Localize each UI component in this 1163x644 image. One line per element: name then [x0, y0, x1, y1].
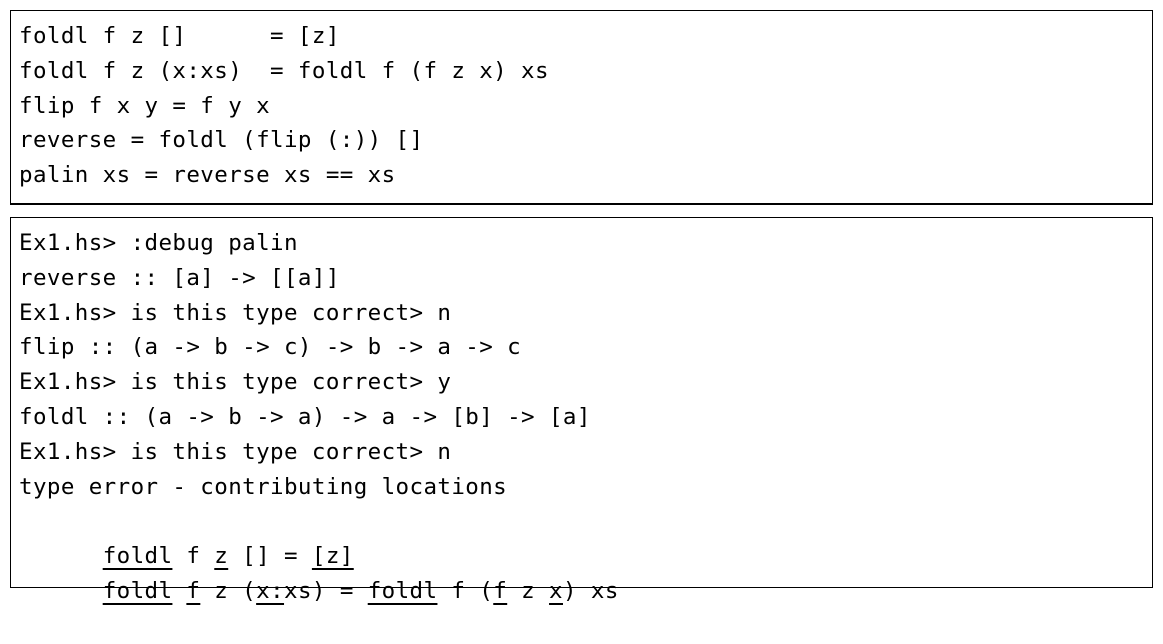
session-text: [] =	[228, 543, 312, 570]
source-code-panel: foldl f z [] = [z] foldl f z (x:xs) = fo…	[10, 10, 1153, 205]
session-text: xs) =	[284, 577, 368, 604]
session-text: foldl	[102, 577, 173, 604]
debug-session-panel: Ex1.hs> :debug palin reverse :: [a] -> […	[10, 217, 1153, 604]
session-line: Ex1.hs> is this type correct> y	[19, 365, 619, 400]
session-text: z	[507, 577, 550, 604]
session-line: type error - contributing locations	[19, 470, 619, 505]
session-text: x:	[256, 577, 285, 604]
session-text	[172, 578, 186, 604]
session-text: Ex1.hs> is this type correct> n	[19, 299, 452, 326]
session-text: x	[549, 577, 563, 604]
session-line: reverse :: [a] -> [[a]]	[19, 261, 619, 296]
session-text: Ex1.hs> is this type correct> n	[19, 438, 452, 465]
session-text: f	[493, 577, 508, 604]
session-line: foldl :: (a -> b -> a) -> a -> [b] -> [a…	[19, 400, 619, 435]
session-lines: Ex1.hs> :debug palin reverse :: [a] -> […	[19, 226, 619, 604]
session-text: f (	[437, 577, 494, 604]
session-text: foldl	[102, 543, 173, 570]
error-location-line: foldl f z [] = [z]	[19, 504, 619, 569]
code-line: palin xs = reverse xs == xs	[19, 162, 396, 189]
session-text: Ex1.hs> is this type correct> y	[19, 369, 452, 396]
session-text: f	[186, 577, 201, 604]
code-line: flip f x y = f y x	[19, 92, 271, 119]
session-line: Ex1.hs> is this type correct> n	[19, 296, 619, 331]
session-text: flip :: (a -> b -> c) -> b -> a -> c	[19, 334, 522, 361]
session-text: f	[172, 543, 215, 570]
session-line: Ex1.hs> :debug palin	[19, 226, 619, 261]
session-line: flip :: (a -> b -> c) -> b -> a -> c	[19, 330, 619, 365]
session-line: Ex1.hs> is this type correct> n	[19, 435, 619, 470]
session-text: foldl	[367, 577, 438, 604]
session-text: type error - contributing locations	[19, 473, 508, 500]
session-text: foldl :: (a -> b -> a) -> a -> [b] -> [a…	[19, 403, 591, 430]
code-line: foldl f z (x:xs) = foldl f (f z x) xs	[19, 57, 549, 84]
code-line: foldl f z [] = [z]	[19, 23, 340, 49]
session-text: z	[214, 543, 229, 570]
session-text: reverse :: [a] -> [[a]]	[19, 264, 340, 291]
session-text: [z]	[311, 543, 354, 570]
code-line: reverse = foldl (flip (:)) []	[19, 127, 424, 154]
session-text: z (	[200, 577, 257, 604]
session-text: ) xs	[563, 577, 619, 604]
code-lines: foldl f z [] = [z] foldl f z (x:xs) = fo…	[19, 19, 549, 193]
session-text: Ex1.hs> :debug palin	[19, 230, 298, 256]
